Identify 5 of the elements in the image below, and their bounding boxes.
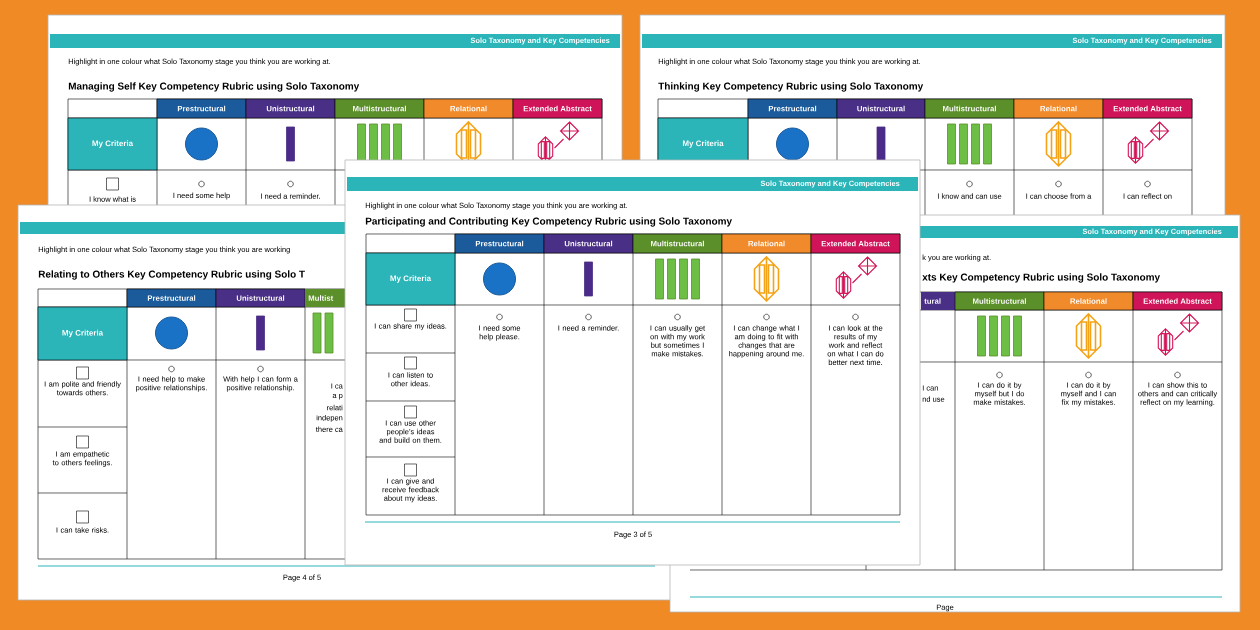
- rubric-title: Relating to Others Key Competency Rubric using Solo T: [38, 270, 305, 280]
- rubric-title: Thinking Key Competency Rubric using Solo Taxonomy: [658, 82, 924, 92]
- rubric-title: Participating and Contributing Key Competency Rubric using Solo Taxonomy: [365, 217, 732, 227]
- rubric-title: xts Key Competency Rubric using Solo Taxonomy: [922, 273, 1160, 283]
- rubric-title: Managing Self Key Competency Rubric using Solo Taxonomy: [68, 82, 360, 92]
